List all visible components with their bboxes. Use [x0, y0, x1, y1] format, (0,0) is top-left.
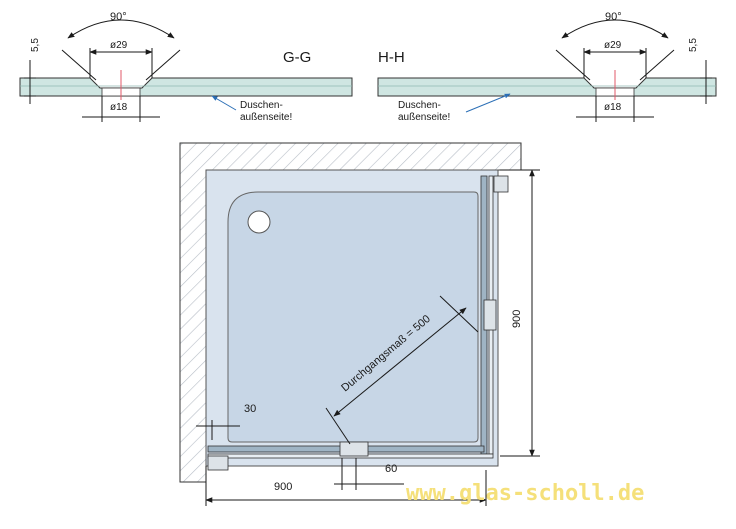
section-label-hh: H-H [378, 49, 405, 66]
wall-fitting-bottom [207, 455, 229, 471]
section-hh: 90° ø29 ø18 5,5 H-H Duschen- außenseite! [377, 11, 717, 123]
side-note-hh-2: außenseite! [398, 112, 450, 123]
glass-pane-hh [377, 77, 717, 97]
outer-diameter-gg: ø29 [110, 40, 128, 51]
hinge-right [483, 299, 497, 331]
outer-diameter-hh: ø29 [604, 40, 622, 51]
thickness-gg: 5,5 [30, 38, 41, 52]
offset-label: 30 [244, 403, 256, 415]
width-label: 900 [274, 481, 292, 493]
side-note-gg-2: außenseite! [240, 112, 292, 123]
depth-label: 900 [511, 310, 523, 328]
wall-fitting-top [493, 175, 509, 193]
plan-view: Durchgangsmaß = 500 900 900 30 60 [179, 142, 540, 506]
section-gg: 90° ø29 ø18 5,5 G-G Duschen- außenseite! [19, 11, 353, 123]
gap-label: 60 [385, 463, 397, 475]
hinge-bottom [339, 441, 369, 457]
angle-label-hh: 90° [605, 11, 622, 23]
section-label-gg: G-G [283, 49, 311, 66]
angle-label-gg: 90° [110, 11, 127, 23]
side-note-gg-1: Duschen- [240, 100, 283, 111]
thickness-hh: 5,5 [688, 38, 699, 52]
glass-pane-gg [19, 77, 353, 97]
drain [247, 210, 271, 234]
watermark: www.glas-scholl.de [406, 481, 644, 506]
side-note-hh-1: Duschen- [398, 100, 441, 111]
inner-diameter-hh: ø18 [604, 102, 622, 113]
inner-diameter-gg: ø18 [110, 102, 128, 113]
